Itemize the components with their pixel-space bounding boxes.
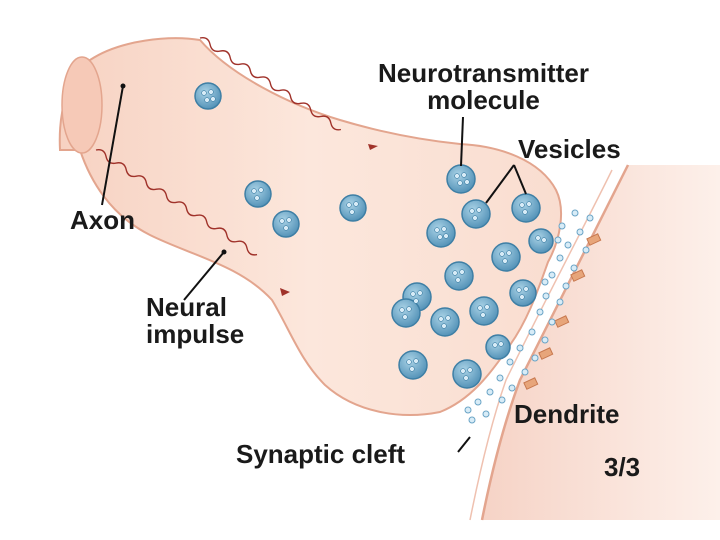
neural-impulse-waves	[95, 37, 342, 256]
neurotransmitter-label-line1: Neurotransmitter	[378, 58, 589, 88]
axon-label: Axon	[70, 205, 135, 235]
axon-cut-end	[61, 56, 103, 154]
receptors	[523, 233, 602, 390]
vesicles	[194, 82, 554, 389]
leader-lines	[101, 85, 527, 453]
dendrite-body	[482, 165, 720, 520]
synaptic-cleft-label: Synaptic cleft	[236, 439, 406, 469]
neural-impulse-label-line2: impulse	[146, 319, 245, 350]
page-indicator: 3/3	[604, 452, 641, 482]
neurotransmitter-label-line2: molecule	[427, 85, 540, 116]
dendrite-membrane-inner	[469, 169, 613, 521]
impulse-arrowheads	[280, 144, 378, 296]
dendrite-label: Dendrite	[514, 399, 620, 429]
cleft-molecules	[464, 209, 594, 424]
vesicles-label: Vesicles	[518, 134, 621, 164]
leader-dots	[120, 83, 227, 255]
vesicle-molecules	[201, 89, 547, 381]
neurotransmitter-molecule-label: Neurotransmitter molecule	[378, 58, 589, 116]
neural-impulse-label: Neural impulse	[146, 292, 245, 350]
neural-impulse-label-line1: Neural	[146, 292, 227, 322]
